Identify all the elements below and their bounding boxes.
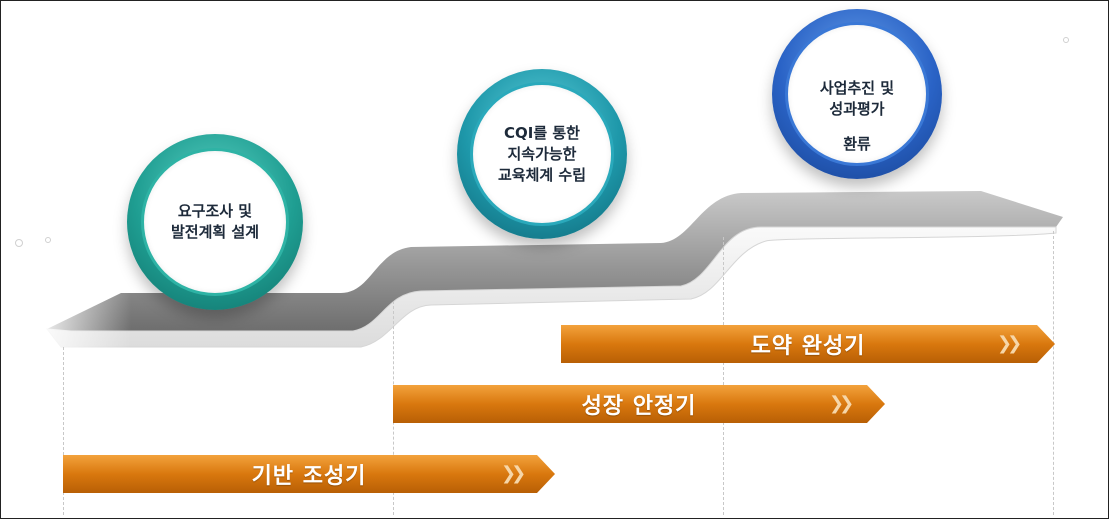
- phase-3-label: 도약 완성기: [750, 334, 866, 359]
- stage-circle-2-face: CQI를 통한 지속가능한 교육체계 수립: [470, 82, 614, 226]
- stage-circle-1-face: 요구조사 및 발전계획 설계: [141, 148, 289, 296]
- stage-1-label: 요구조사 및 발전계획 설계: [170, 202, 260, 241]
- double-chevron-right-icon: ❯❯: [501, 463, 526, 484]
- guide-line: [1053, 231, 1054, 515]
- stage-circle-2: CQI를 통한 지속가능한 교육체계 수립: [457, 69, 627, 239]
- guide-line: [723, 237, 724, 515]
- phase-bar-2-shape: [393, 385, 885, 423]
- stage-circle-3: 사업추진 및 성과평가 환류: [772, 9, 942, 179]
- phase-bar-3: 도약 완성기 ❯❯: [561, 325, 1055, 363]
- guide-line: [63, 347, 64, 515]
- decorative-dot: [45, 237, 51, 243]
- phase-bar-1-shape: [63, 455, 555, 493]
- decorative-dot: [1063, 37, 1069, 43]
- phase-bar-2: 성장 안정기 ❯❯: [393, 385, 885, 423]
- stage-3-sublabel: 환류: [843, 135, 871, 153]
- decorative-dot: [15, 239, 23, 247]
- phase-2-label: 성장 안정기: [581, 394, 697, 419]
- stage-2-label: CQI를 통한 지속가능한 교육체계 수립: [497, 123, 587, 184]
- stage-3-label: 사업추진 및 성과평가: [819, 79, 895, 118]
- phase-1-label: 기반 조성기: [251, 464, 367, 489]
- phase-bar-3-shape: [561, 325, 1055, 363]
- phase-bar-1: 기반 조성기 ❯❯: [63, 455, 555, 493]
- stage-circle-3-face: 사업추진 및 성과평가 환류: [785, 22, 929, 166]
- stage-circle-1: 요구조사 및 발전계획 설계: [127, 134, 303, 310]
- double-chevron-right-icon: ❯❯: [829, 393, 854, 414]
- double-chevron-right-icon: ❯❯: [997, 333, 1022, 354]
